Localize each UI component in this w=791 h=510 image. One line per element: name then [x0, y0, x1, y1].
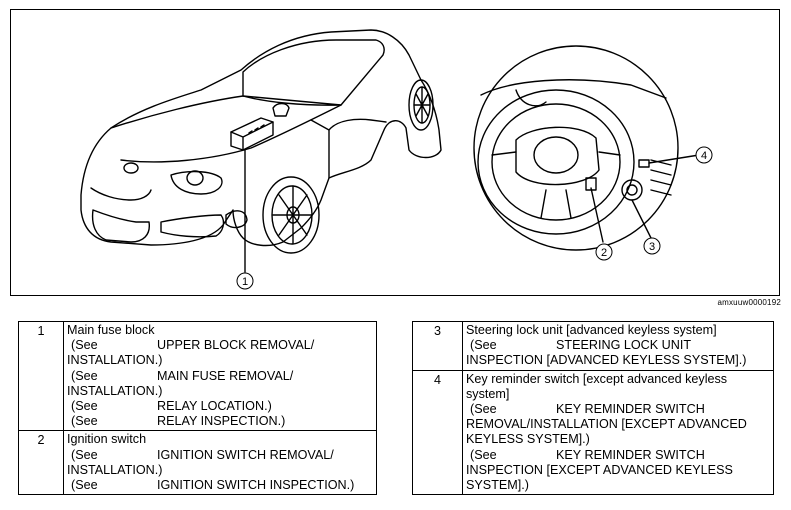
- item-title: Steering lock unit [advanced keyless sys…: [466, 323, 717, 337]
- callout-2: [595, 243, 613, 261]
- callout-3-label: 3: [649, 241, 655, 253]
- steering-wheel-illustration-icon: [473, 45, 700, 251]
- item-number: 3: [412, 321, 463, 371]
- parts-table-right: 3 Steering lock unit [advanced keyless s…: [412, 321, 774, 496]
- table-row: 3 Steering lock unit [advanced keyless s…: [412, 321, 774, 371]
- callout-4: [695, 146, 713, 164]
- reference-line[interactable]: SYSTEM].): [466, 478, 529, 493]
- item-number: 2: [18, 430, 64, 496]
- car-illustration-icon: [80, 29, 442, 273]
- item-title-cont: system]: [466, 386, 510, 401]
- item-title: Key reminder switch [except advanced key…: [466, 371, 728, 386]
- component-location-figure: 1 2 3 4: [10, 9, 780, 296]
- item-description: Steering lock unit [advanced keyless sys…: [462, 321, 774, 371]
- figure-drawing: 1 2 3 4: [80, 29, 713, 290]
- reference-line[interactable]: INSPECTION [ADVANCED KEYLESS SYSTEM].): [466, 353, 747, 368]
- callout-markers: [236, 146, 713, 290]
- table-row: 4 Key reminder switch [except advanced k…: [412, 369, 774, 496]
- reference-line[interactable]: INSPECTION [EXCEPT ADVANCED KEYLESS: [466, 462, 733, 477]
- item-title: Main fuse block: [67, 323, 155, 337]
- callout-3: [643, 237, 661, 255]
- reference-line[interactable]: INSTALLATION.): [67, 353, 163, 368]
- reference-line[interactable]: INSTALLATION.): [67, 462, 163, 477]
- figure-code: amxuuw0000192: [717, 298, 781, 307]
- item-description: Key reminder switch [except advanced key…: [462, 369, 774, 496]
- reference-line[interactable]: REMOVAL/INSTALLATION [EXCEPT ADVANCED: [466, 417, 747, 432]
- reference-line[interactable]: KEYLESS SYSTEM].): [466, 432, 590, 447]
- callout-2-label: 2: [601, 247, 607, 259]
- item-number: 1: [18, 320, 64, 432]
- callout-1-label: 1: [242, 276, 248, 288]
- callout-1: [236, 272, 254, 290]
- item-number: 4: [412, 369, 463, 496]
- item-title: Ignition switch: [67, 432, 147, 447]
- reference-line[interactable]: INSTALLATION.): [67, 383, 163, 398]
- callout-4-label: 4: [701, 150, 707, 162]
